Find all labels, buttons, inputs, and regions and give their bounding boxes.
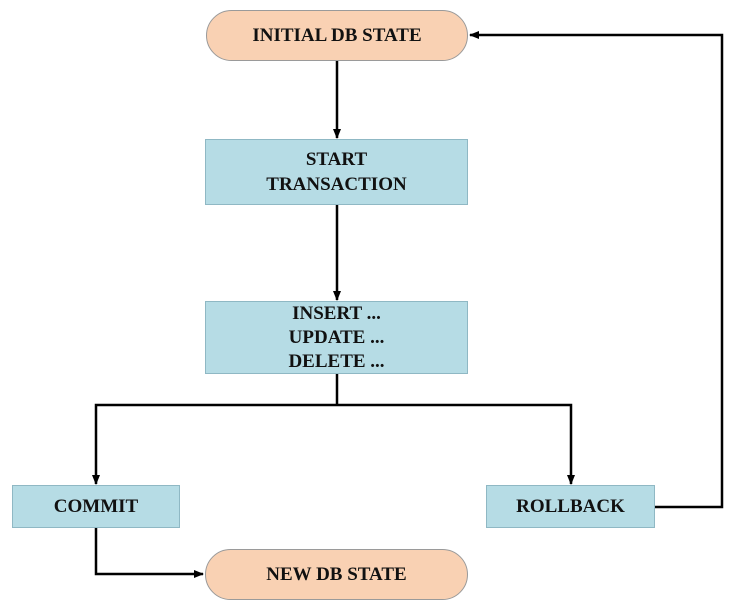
update-operation-label: UPDATE ...: [288, 326, 385, 348]
arrow-commit-to-new-state: [94, 527, 204, 578]
arrow-rollback-to-initial: [469, 31, 724, 509]
insert-operation-label: INSERT ...: [292, 302, 381, 324]
initial-db-state-node: INITIAL DB STATE: [206, 10, 468, 61]
commit-label: COMMIT: [53, 496, 139, 517]
initial-db-state-label: INITIAL DB STATE: [252, 25, 422, 46]
rollback-label: ROLLBACK: [516, 496, 625, 517]
arrow-dml-to-commit: [92, 403, 337, 485]
delete-operation-label: DELETE ...: [288, 350, 385, 372]
new-db-state-node: NEW DB STATE: [205, 549, 468, 600]
start-transaction-label-line1: START: [305, 149, 368, 170]
new-db-state-label: NEW DB STATE: [266, 564, 407, 585]
arrow-dml-to-rollback: [337, 403, 575, 485]
commit-node: COMMIT: [12, 485, 180, 528]
dml-operations-node: INSERT ... UPDATE ... DELETE ...: [205, 301, 468, 374]
start-transaction-node: START TRANSACTION: [205, 139, 468, 205]
start-transaction-label-line2: TRANSACTION: [266, 174, 407, 195]
rollback-node: ROLLBACK: [486, 485, 655, 528]
